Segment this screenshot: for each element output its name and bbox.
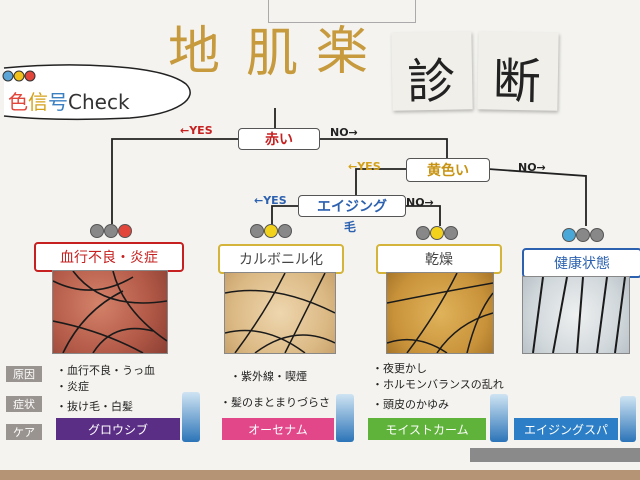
signal-dot-blue bbox=[562, 228, 576, 242]
signal-dot bbox=[90, 224, 104, 238]
title-char-1: 地 bbox=[168, 22, 221, 82]
scalp-photo-carbonyl bbox=[224, 272, 336, 354]
signal-char-2: 信 bbox=[28, 90, 48, 114]
decision-yellow: 黄色い bbox=[406, 158, 490, 182]
symptom-text: ・髪のまとまりづらさ bbox=[220, 396, 330, 409]
signal-dot bbox=[576, 228, 590, 242]
no-label-yellow: NO→ bbox=[518, 161, 546, 174]
symptom-text: ・抜け毛・白髪 bbox=[56, 400, 133, 413]
decision-aging-sub: 毛 bbox=[344, 220, 357, 234]
diagnosis-dryness: 乾燥 bbox=[376, 244, 502, 274]
signal-bubble bbox=[2, 64, 191, 121]
diagnosis-inflammation: 血行不良・炎症 bbox=[34, 242, 184, 272]
decision-red: 赤い bbox=[238, 128, 320, 150]
signal-dot bbox=[278, 224, 292, 238]
cause-text: ・炎症 bbox=[56, 380, 89, 393]
signal-char-1: 色 bbox=[8, 90, 28, 114]
cause-text: ・夜更かし bbox=[372, 362, 427, 375]
cause-text: ・紫外線・喫煙 bbox=[230, 370, 307, 383]
row-label-symptom: 症状 bbox=[6, 396, 42, 412]
diagnosis-healthy: 健康状態 bbox=[522, 248, 640, 278]
signal-dot-yellow bbox=[264, 224, 278, 238]
yes-label-red: ←YES bbox=[180, 124, 213, 137]
product-bottle-icon bbox=[490, 394, 508, 442]
cause-text: ・血行不良・うっ血 bbox=[56, 364, 155, 377]
scalp-photo-dryness bbox=[386, 272, 494, 354]
top-clip bbox=[268, 0, 416, 23]
signal-dot bbox=[416, 226, 430, 240]
no-label-red: NO→ bbox=[330, 126, 358, 139]
row-label-cause: 原因 bbox=[6, 366, 42, 382]
care-product-moistcalm: モイストカーム bbox=[368, 418, 486, 440]
signal-dot bbox=[590, 228, 604, 242]
decision-aging: エイジング bbox=[298, 195, 406, 217]
care-product-agingspa: エイジングスパ bbox=[514, 418, 618, 440]
yes-label-aging: ←YES bbox=[254, 194, 287, 207]
signal-dot bbox=[104, 224, 118, 238]
symptom-text: ・頭皮のかゆみ bbox=[372, 398, 449, 411]
product-bottle-icon bbox=[182, 392, 200, 442]
signal-dot bbox=[250, 224, 264, 238]
diagnosis-carbonyl: カルボニル化 bbox=[218, 244, 344, 274]
cause-text: ・ホルモンバランスの乱れ bbox=[372, 378, 504, 391]
product-bottle-icon bbox=[620, 396, 636, 442]
scalp-photo-inflammation bbox=[52, 270, 168, 354]
signal-dot-yellow bbox=[430, 226, 444, 240]
signal-char-3: 号 bbox=[48, 90, 68, 114]
no-label-aging: NO→ bbox=[406, 196, 434, 209]
signal-dot bbox=[444, 226, 458, 240]
product-bottle-icon bbox=[336, 394, 354, 442]
signal-check-word: Check bbox=[68, 90, 130, 114]
row-label-care: ケア bbox=[6, 424, 42, 440]
care-product-oceanum: オーセナム bbox=[222, 418, 334, 440]
title-char-3: 楽 bbox=[316, 22, 369, 82]
care-product-growship: グロウシブ bbox=[56, 418, 180, 440]
signal-dot-red bbox=[118, 224, 132, 238]
signal-check-label: 色信号Check bbox=[8, 86, 130, 115]
title-char-2: 肌 bbox=[246, 24, 299, 84]
yes-label-yellow: ←YES bbox=[348, 160, 381, 173]
scalp-photo-healthy bbox=[522, 276, 630, 354]
bottom-tape bbox=[470, 448, 640, 462]
